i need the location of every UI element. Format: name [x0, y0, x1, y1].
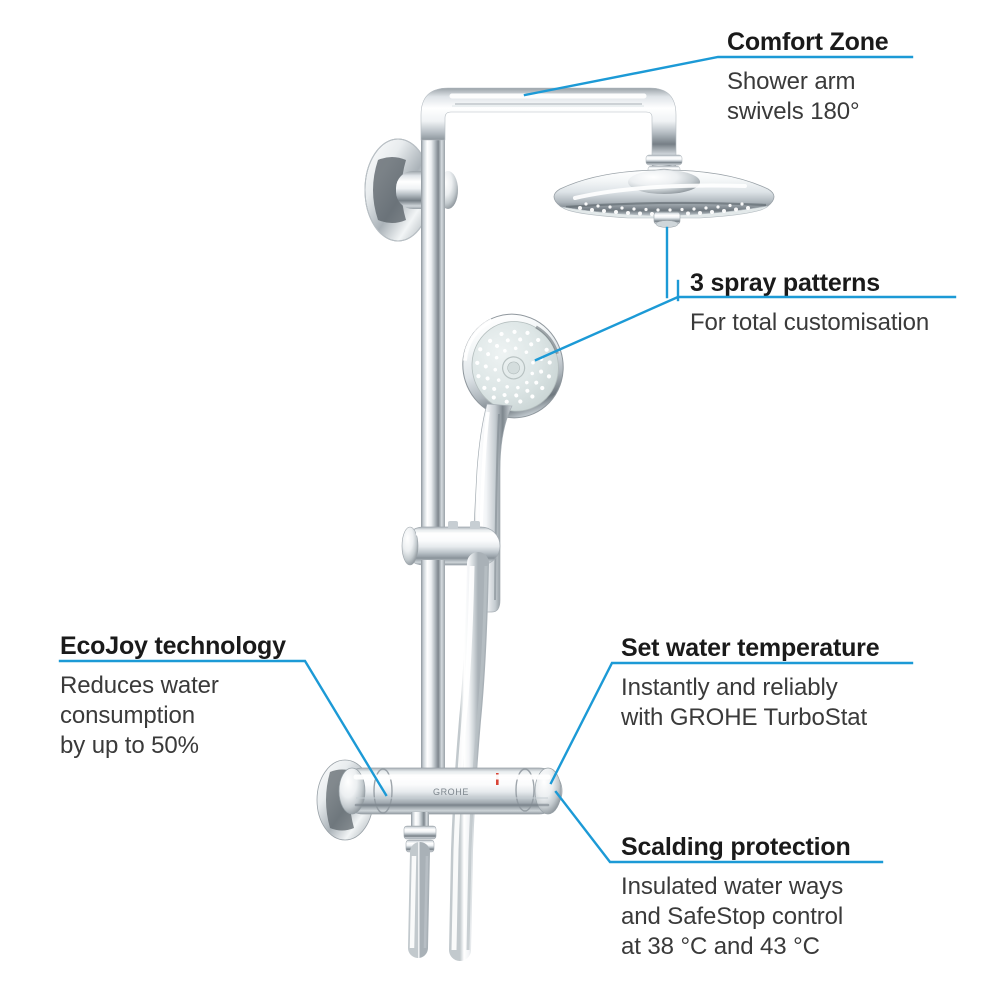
overhead-shower-head	[553, 168, 775, 228]
callout-body-line: swivels 180°	[727, 98, 860, 125]
callout-body: Shower arm swivels 180°	[727, 67, 912, 127]
shower-hose	[449, 552, 489, 961]
overhead-nozzle-ring	[578, 202, 750, 216]
callout-title: 3 spray patterns	[690, 269, 880, 297]
callout-body-line: at 38 °C and 43 °C	[621, 933, 820, 960]
thermostatic-mixer: GROHE	[316, 759, 563, 853]
leader-line-ecojoy	[58, 659, 388, 797]
callout-spray-patterns: 3 spray patterns For total customisation	[690, 268, 955, 338]
callout-body-line: with GROHE TurboStat	[621, 704, 868, 731]
center-outlet	[653, 211, 681, 228]
callout-body-line: Reduces water	[60, 672, 219, 699]
callout-set-water-temperature: Set water temperature Instantly and reli…	[621, 633, 911, 733]
callout-ecojoy: EcoJoy technology Reduces water consumpt…	[60, 631, 305, 761]
callout-body-line: by up to 50%	[60, 732, 199, 759]
callout-body-line: For total customisation	[690, 309, 930, 336]
leader-line-comfort-zone	[523, 55, 914, 97]
callout-title: Comfort Zone	[727, 28, 889, 56]
callout-body: Reduces water consumption by up to 50%	[60, 671, 305, 761]
leader-line-scalding-protection	[554, 790, 884, 864]
callout-title: Scalding protection	[621, 833, 851, 861]
callout-body-line: and SafeStop control	[621, 903, 844, 930]
callout-title: Set water temperature	[621, 634, 880, 662]
callout-body-line: consumption	[60, 702, 195, 729]
callout-body-line: Insulated water ways	[621, 873, 844, 900]
callout-body: Insulated water ways and SafeStop contro…	[621, 872, 883, 962]
leader-line-spray-patterns	[534, 295, 957, 362]
callout-scalding-protection: Scalding protection Insulated water ways…	[621, 832, 883, 962]
leader-line-set-water-temperature	[549, 661, 914, 785]
callout-comfort-zone: Comfort Zone Shower arm swivels 180°	[727, 27, 912, 127]
callout-body-line: Shower arm	[727, 68, 856, 95]
callout-title: EcoJoy technology	[60, 632, 286, 660]
handshower-nozzles	[475, 329, 552, 404]
callout-body: For total customisation	[690, 308, 955, 338]
lower-outlet-tube	[408, 842, 430, 958]
callout-body-line: Instantly and reliably	[621, 674, 838, 701]
grohe-logo: GROHE	[433, 787, 469, 797]
callout-body: Instantly and reliably with GROHE TurboS…	[621, 673, 911, 733]
